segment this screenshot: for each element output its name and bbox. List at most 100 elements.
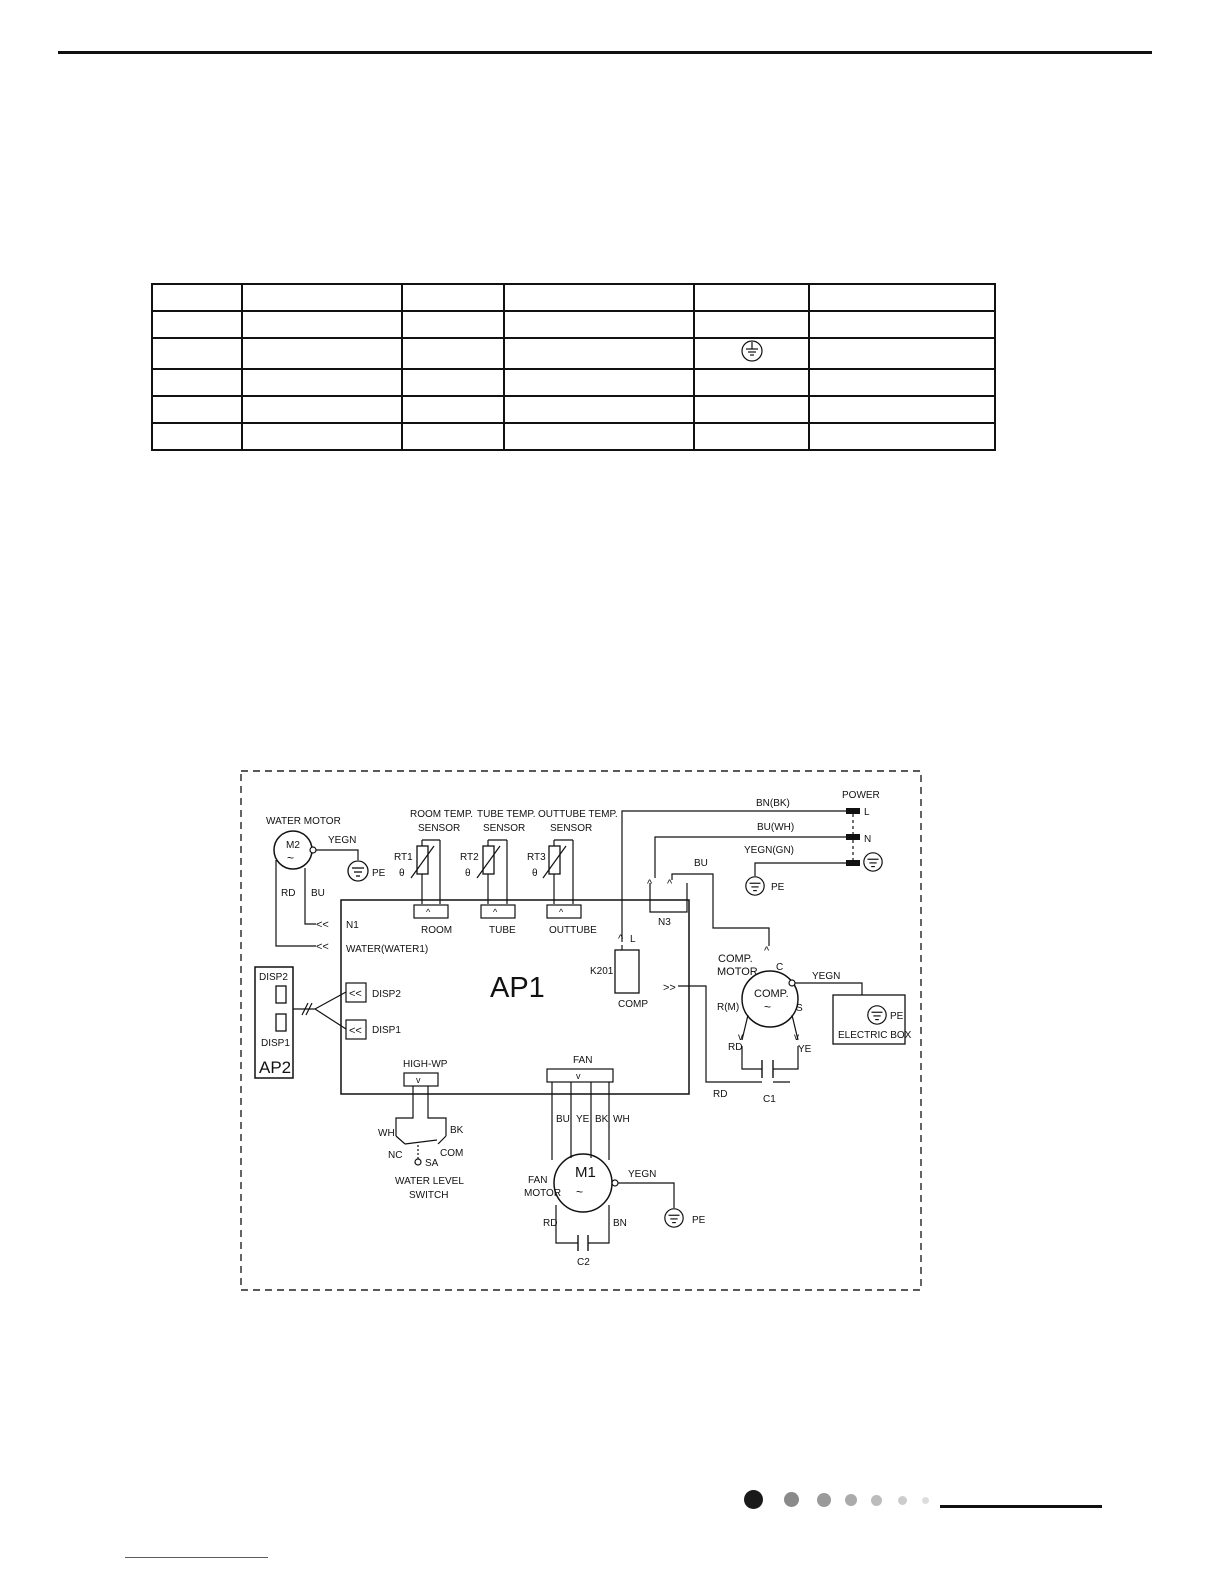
high-wp-label: HIGH-WP [403, 1059, 448, 1070]
svg-text:^: ^ [559, 907, 564, 917]
electric-box-label: ELECTRIC BOX [838, 1030, 912, 1041]
power-label: POWER [842, 790, 880, 801]
disp2-block [275, 985, 287, 1004]
disp2-connector-label: DISP2 [372, 989, 401, 1000]
svg-text:v: v [738, 1032, 743, 1043]
comp-title-2: MOTOR [717, 966, 758, 978]
page-dot [898, 1496, 907, 1505]
table-row [151, 310, 996, 339]
comp-rd-2: RD [713, 1089, 727, 1100]
switch-bk: BK [450, 1125, 464, 1136]
room-sensor-subtitle: SENSOR [418, 823, 460, 834]
svg-text:^: ^ [493, 907, 498, 917]
room-sensor-id: RT1 [394, 852, 413, 863]
outtube-sensor: OUTTUBE TEMP. SENSOR RT3 θ ^ OUTTUBE [527, 809, 618, 936]
page-dot [744, 1490, 763, 1509]
disp1-block [275, 1013, 287, 1032]
display-board [254, 966, 294, 1079]
outtube-sensor-id: RT3 [527, 852, 546, 863]
switch-title-1: WATER LEVEL [395, 1176, 464, 1187]
fan-motor-id: M1 [575, 1164, 596, 1181]
diagram-frame [240, 770, 922, 1291]
room-connector-label: ROOM [421, 925, 452, 936]
svg-text:^: ^ [667, 878, 673, 890]
svg-text:>>: >> [663, 982, 676, 994]
fan-motor-title-2: MOTOR [524, 1188, 561, 1199]
outtube-sensor-subtitle: SENSOR [550, 823, 592, 834]
page-dot [784, 1492, 799, 1507]
header-rule [58, 51, 1152, 54]
svg-text:^: ^ [618, 933, 624, 945]
page-dot [845, 1494, 857, 1506]
switch-com: COM [440, 1148, 463, 1159]
ground-icon [745, 876, 765, 896]
n3-label: N3 [658, 917, 671, 928]
outtube-sensor-theta: θ [532, 868, 538, 879]
svg-text:~: ~ [287, 851, 294, 865]
switch-title-2: SWITCH [409, 1190, 448, 1201]
electric-box [832, 994, 906, 1045]
page-dot [922, 1497, 929, 1504]
power-pe: PE [771, 882, 785, 893]
fan-wh: WH [613, 1114, 630, 1125]
table-row [151, 368, 996, 397]
switch-nc: NC [388, 1150, 402, 1161]
svg-text:^: ^ [764, 945, 770, 957]
fan-bn: BN [613, 1218, 627, 1229]
tube-sensor-theta: θ [465, 868, 471, 879]
comp-r: R(M) [717, 1002, 739, 1013]
main-board [340, 899, 690, 1095]
fan-motor-title-1: FAN [528, 1175, 547, 1186]
fan-bk: BK [595, 1114, 609, 1125]
room-sensor-theta: θ [399, 868, 405, 879]
room-sensor-title: ROOM TEMP. [410, 809, 473, 820]
water-motor-rd: RD [281, 888, 295, 899]
power-bu: BU(WH) [757, 822, 794, 833]
relay-comp-label: COMP [618, 999, 648, 1010]
svg-text:<<: << [349, 1025, 362, 1037]
main-board-label: AP1 [490, 972, 545, 1004]
fan-ye: YE [576, 1114, 590, 1125]
footer-link-underline[interactable] [125, 1557, 268, 1558]
table-row [151, 395, 996, 424]
tube-sensor-title: TUBE TEMP. [477, 809, 536, 820]
electric-box-pe: PE [890, 1011, 904, 1022]
page-dot [871, 1495, 882, 1506]
water-motor-id: M2 [286, 840, 300, 851]
svg-text:v: v [794, 1032, 799, 1043]
fan-bu: BU [556, 1114, 570, 1125]
table-row [151, 283, 996, 312]
power-n: N [864, 834, 871, 845]
ground-icon [664, 1208, 684, 1228]
comp-c: C [776, 962, 783, 973]
ground-icon [867, 1005, 887, 1025]
comp-s: S [796, 1003, 803, 1014]
svg-text:v: v [416, 1075, 421, 1085]
display-board-label: AP2 [259, 1058, 291, 1077]
disp1-connector-label: DISP1 [372, 1025, 401, 1036]
fan-connector-label: FAN [573, 1055, 592, 1066]
tube-sensor: TUBE TEMP. SENSOR RT2 θ ^ TUBE [460, 809, 536, 936]
water-motor-label: WATER MOTOR [266, 816, 341, 827]
comp-body-label: COMP. [754, 988, 789, 1000]
tube-connector-label: TUBE [489, 925, 516, 936]
fan-cap-label: C2 [577, 1257, 590, 1268]
svg-text:~: ~ [764, 1000, 771, 1014]
comp-yegn: YEGN [812, 971, 840, 982]
room-sensor: ROOM TEMP. SENSOR RT1 θ ^ ROOM [394, 809, 473, 936]
fan-yegn: YEGN [628, 1169, 656, 1180]
power-bn: BN(BK) [756, 798, 790, 809]
comp-title-1: COMP. [718, 953, 753, 965]
switch-sa: SA [425, 1158, 439, 1169]
ground-icon [740, 340, 763, 362]
fan-motor [553, 1153, 613, 1213]
tube-sensor-subtitle: SENSOR [483, 823, 525, 834]
fan-pe: PE [692, 1215, 706, 1226]
footer-rule [940, 1505, 1102, 1508]
comp-cap-label: C1 [763, 1094, 776, 1105]
switch-wh: WH [378, 1128, 395, 1139]
svg-text:<<: << [349, 988, 362, 1000]
relay-l: L [630, 934, 636, 945]
ground-icon [347, 860, 369, 882]
